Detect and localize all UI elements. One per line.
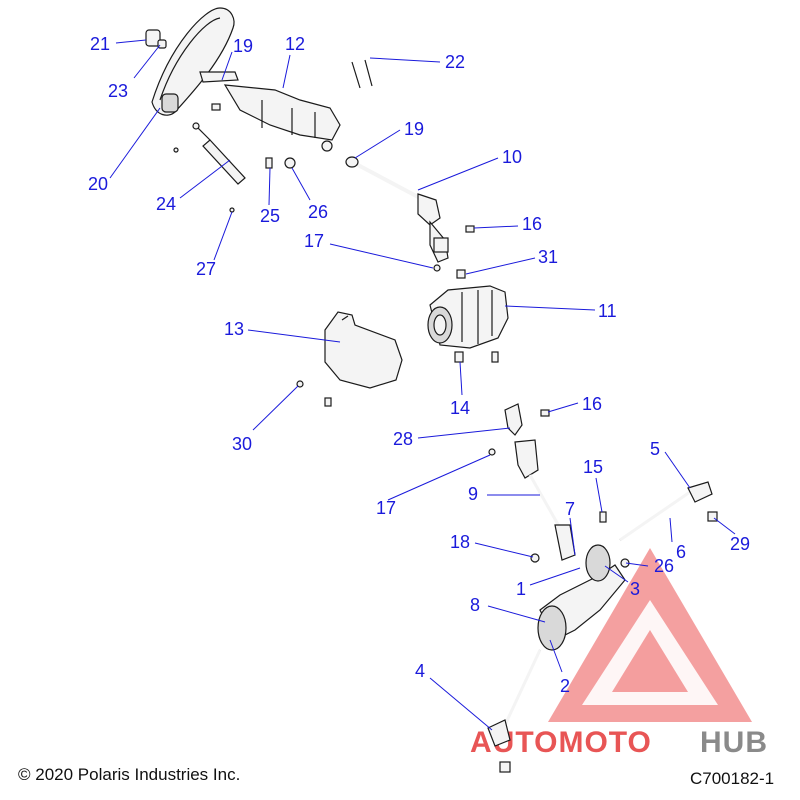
callout-7: 7 — [565, 499, 575, 519]
steering-rack — [487, 481, 718, 773]
callout-16-lower: 16 — [582, 394, 602, 414]
callout-23: 23 — [108, 81, 128, 101]
horn-cap — [145, 29, 167, 49]
callout-21: 21 — [90, 34, 110, 54]
steering-wheel — [151, 7, 239, 116]
callout-5: 5 — [650, 439, 660, 459]
callout-27: 27 — [196, 259, 216, 279]
callout-24: 24 — [156, 194, 176, 214]
callout-19-lower: 19 — [404, 119, 424, 139]
watermark-text-secondary: HUB — [700, 726, 768, 759]
callout-1: 1 — [516, 579, 526, 599]
leader-lines — [109, 39, 736, 731]
callout-31: 31 — [538, 247, 558, 267]
callout-22: 22 — [445, 52, 465, 72]
power-steering-unit — [427, 285, 509, 363]
callout-3: 3 — [630, 579, 640, 599]
callout-15: 15 — [583, 457, 603, 477]
callout-29: 29 — [730, 534, 750, 554]
callout-4: 4 — [415, 661, 425, 681]
callout-13: 13 — [224, 319, 244, 339]
callout-20: 20 — [88, 174, 108, 194]
callout-28: 28 — [393, 429, 413, 449]
callout-2: 2 — [560, 676, 570, 696]
copyright-text: © 2020 Polaris Industries Inc. — [18, 765, 240, 784]
callout-11: 11 — [598, 301, 617, 321]
callout-19-upper: 19 — [233, 36, 253, 56]
gas-strut — [173, 122, 246, 185]
callout-12: 12 — [285, 34, 305, 54]
callout-8: 8 — [470, 595, 480, 615]
drawing-code: C700182-1 — [690, 769, 774, 788]
watermark-logo: AUTOMOTO HUB — [470, 548, 768, 759]
callout-numbers: 21 23 19 12 22 20 24 25 26 19 10 16 17 3… — [88, 34, 750, 696]
callout-14: 14 — [450, 398, 470, 418]
callout-17-lower: 17 — [376, 498, 396, 518]
callout-26-lower: 26 — [654, 556, 674, 576]
small-fasteners-upper — [229, 156, 359, 213]
cover-panel — [296, 311, 403, 407]
steering-column-bracket — [211, 84, 341, 152]
callout-30: 30 — [232, 434, 252, 454]
callout-26-upper: 26 — [308, 202, 328, 222]
callout-10: 10 — [502, 147, 522, 167]
long-bolts — [351, 59, 373, 89]
upper-steering-shaft — [357, 163, 475, 279]
callout-18: 18 — [450, 532, 470, 552]
callout-6: 6 — [676, 542, 686, 562]
watermark-triangle-core — [612, 630, 688, 692]
callout-16-upper: 16 — [522, 214, 542, 234]
callout-9: 9 — [468, 484, 478, 504]
lower-steering-shaft — [488, 403, 576, 563]
callout-25: 25 — [260, 206, 280, 226]
callout-17-upper: 17 — [304, 231, 324, 251]
